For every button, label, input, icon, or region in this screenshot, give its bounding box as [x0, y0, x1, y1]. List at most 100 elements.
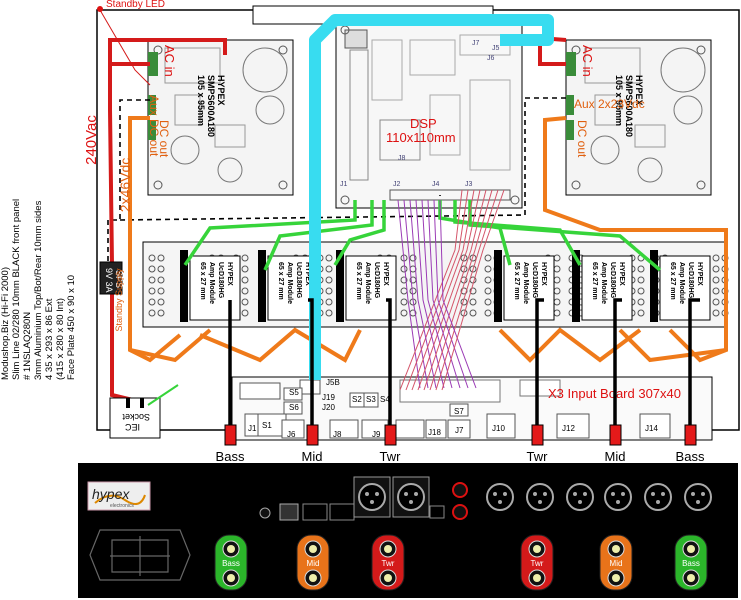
standby-led [97, 6, 103, 12]
smps-left-ac-in: AC in [162, 45, 177, 77]
heatsink-dot [400, 309, 408, 317]
heatsink-dot [712, 287, 720, 295]
binding-post: Twr [371, 534, 405, 591]
heatsink-dot [325, 298, 333, 306]
binding-post: Mid [599, 534, 633, 591]
heatsink-dot [241, 276, 249, 284]
input-connector-label: S6 [289, 403, 299, 412]
binding-post: Twr [520, 534, 554, 591]
heatsink-dot [157, 254, 165, 262]
heatsink-dot [484, 309, 492, 317]
heatsink-dot [148, 254, 156, 262]
heatsink-dot [484, 298, 492, 306]
iec-line1: IEC [124, 422, 140, 432]
v240-label: 240Vac [83, 115, 100, 165]
note-line: 4 35 x 293 x 86 Ext [44, 298, 55, 380]
front-xlr-connectors [353, 476, 712, 518]
heatsink-dot [460, 287, 468, 295]
amp-module-label: UcD180HG [373, 262, 380, 299]
ribbon-wire [417, 189, 481, 391]
binding-post: Bass [214, 534, 248, 591]
xlr-connector [526, 483, 554, 511]
amp-module-label: UcD180HG [609, 262, 616, 299]
output-label: Twr [380, 449, 402, 464]
v2x46-label: 2x46Vdc [117, 158, 133, 212]
speaker-terminal [609, 424, 622, 446]
note-line: 3mm Aluminium Top/Bot/Rear 10mm sides [33, 200, 44, 380]
output-label: Mid [302, 449, 323, 464]
heatsink-dot [409, 287, 417, 295]
ribbon-wire [399, 189, 463, 391]
heatsink-dot [241, 265, 249, 273]
smps-right-aux: Aux 2x23Vdc [574, 97, 645, 111]
amp-module-label: Amp Module [678, 262, 685, 304]
amp-module-label: Amp Module [208, 262, 215, 304]
heatsink-dot [325, 265, 333, 273]
ribbon-wire [405, 189, 469, 391]
dsp-title: DSP [410, 116, 437, 131]
heatsink-dot [241, 287, 249, 295]
speaker-terminal [224, 424, 237, 446]
heatsink-dot [712, 254, 720, 262]
xlr-connector [566, 483, 594, 511]
heatsink-dot [712, 309, 720, 317]
amp-module-label: UcD180HG [687, 262, 694, 299]
speaker-wire [535, 298, 544, 425]
heatsink-dot [484, 287, 492, 295]
output-label: Bass [676, 449, 705, 464]
amp-module-label: 65 x 27 mm [199, 262, 206, 300]
note-line: Modushop.Biz (Hi-Fi 2000) [0, 267, 11, 380]
amp-module-label: HYPEX [540, 262, 547, 286]
amp-module-label: Amp Module [522, 262, 529, 304]
heatsink-dot [469, 309, 477, 317]
output-label: Bass [216, 449, 245, 464]
smps-right-line1: HYPEX [634, 75, 644, 106]
ribbon-wire [397, 199, 421, 389]
input-connector-label: J20 [322, 403, 335, 412]
usb-cable [309, 14, 554, 380]
heatsink-dot [400, 276, 408, 284]
input-connector-label: J9 [372, 430, 381, 439]
heatsink-dot [241, 309, 249, 317]
ribbon-wire [423, 189, 487, 391]
heatsink-dot [148, 309, 156, 317]
amp-module-label: 65 x 27 mm [591, 262, 598, 300]
xlr-connector [392, 476, 430, 518]
input-connector-label: S4 [380, 395, 390, 404]
speaker-wiring [224, 298, 700, 446]
input-connector-label: J19 [322, 393, 335, 402]
xlr-connector [486, 483, 514, 511]
heatsink-dot [712, 276, 720, 284]
amp-module-label: Amp Module [600, 262, 607, 304]
dsp-conn-j7: J7 [472, 40, 480, 47]
heatsink-dot [157, 298, 165, 306]
amp-module-label: Amp Module [286, 262, 293, 304]
ribbon-wire [411, 189, 475, 391]
binding-post-label: Mid [610, 559, 623, 568]
amp-module-label: HYPEX [382, 262, 389, 286]
input-connector-label: S3 [366, 395, 376, 404]
ribbon-wire [421, 199, 453, 389]
heatsink-dot [484, 254, 492, 262]
xlr-connector [644, 483, 672, 511]
input-connector-label: J5B [326, 378, 340, 387]
ribbon-wire [441, 189, 505, 391]
amp-module-label: UcD180HG [217, 262, 224, 299]
smps-right [565, 39, 712, 196]
smps-left-line2: SMPS600A180 [206, 75, 216, 137]
heatsink-dot [469, 287, 477, 295]
heatsink-dot [157, 309, 165, 317]
heatsink-dot [637, 309, 645, 317]
input-connector-label: S7 [454, 407, 464, 416]
heatsink-dot [148, 298, 156, 306]
heatsink-dot [484, 276, 492, 284]
